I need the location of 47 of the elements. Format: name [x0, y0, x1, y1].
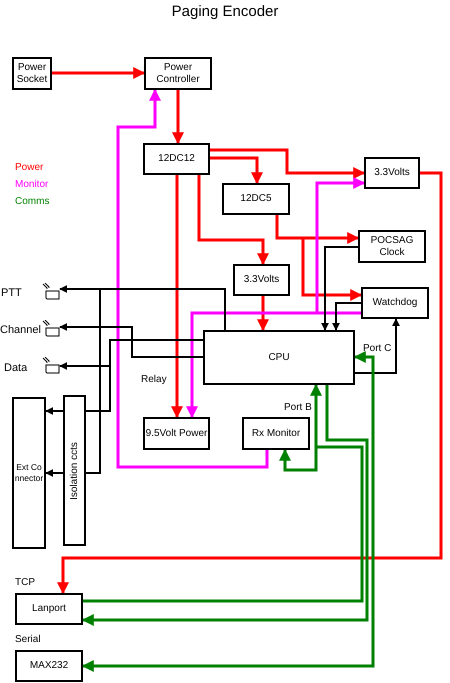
note-label: TCP [15, 577, 35, 588]
arrow [210, 148, 366, 179]
legend-text: Comms [15, 196, 50, 207]
arrow [116, 88, 268, 468]
process-box: 3.3Volts [233, 264, 290, 296]
note-label: Port B [284, 402, 312, 413]
signal-label: Data [4, 362, 28, 374]
arrow [355, 318, 400, 374]
process-box: MAX232 [15, 650, 83, 682]
process-box: 12DC12 [143, 143, 210, 175]
arrow [210, 156, 263, 184]
note-label: Relay [141, 374, 167, 385]
process-box: 12DC5 [222, 183, 290, 215]
arrow [171, 175, 183, 418]
arrow [257, 296, 269, 332]
note-label: Port C [363, 343, 392, 354]
arrow [52, 67, 146, 79]
process-box: CPU [203, 330, 355, 385]
arrow [57, 172, 442, 594]
arrow [316, 177, 366, 314]
process-box: Power Socket [12, 57, 52, 90]
process-box: Rx Monitor [242, 417, 310, 450]
signal-label: PTT [1, 287, 22, 299]
process-box: Isolation ccts [63, 395, 86, 546]
arrow [45, 407, 63, 415]
process-box: Power Controller [144, 57, 212, 90]
legend-text: Power [15, 162, 44, 173]
process-box: Ext Connector [12, 397, 46, 549]
arrow [198, 175, 269, 266]
arrow [321, 246, 358, 331]
led-icon [42, 357, 60, 374]
process-box: Lanport [15, 593, 83, 625]
arrow [59, 323, 203, 358]
legend-text: Monitor [15, 179, 48, 190]
diagram-title: Paging Encoder [170, 3, 280, 20]
led-icon [42, 283, 60, 300]
arrow [172, 90, 184, 144]
led-icon [42, 320, 60, 337]
arrow [45, 469, 63, 477]
process-box: 3.3Volts [364, 157, 420, 189]
process-box: POCSAG Clock [358, 230, 426, 263]
arrow [332, 302, 361, 331]
process-box: Watchdog [361, 287, 429, 319]
signal-label: Channel [0, 324, 41, 336]
note-label: Serial [15, 634, 41, 645]
arrow [82, 351, 374, 672]
process-box: 9.5Volt Power [143, 417, 210, 450]
